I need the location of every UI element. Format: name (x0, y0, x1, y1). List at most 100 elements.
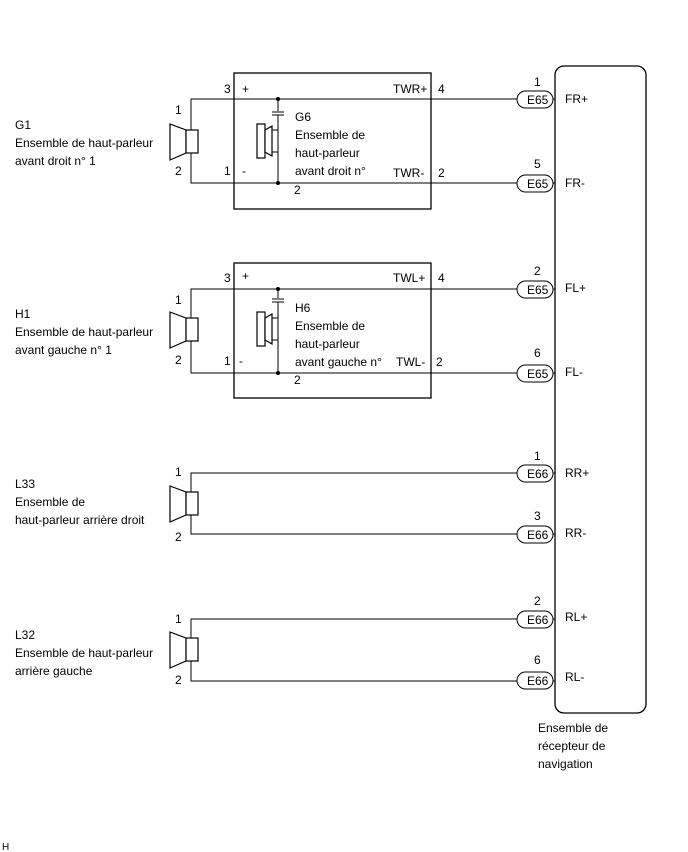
tweeter-term-minus: TWR- (393, 166, 424, 180)
connector-pin-fr-minus: 5 E65 FR- (516, 157, 585, 193)
speaker-label-line-2: haut-parleur arrière droit (15, 513, 145, 527)
tweeter-icon (256, 311, 273, 347)
speaker-pin-bottom: 2 (175, 530, 182, 544)
tweeter-term-plus: TWR+ (393, 82, 427, 96)
corner-mark: H (2, 842, 9, 852)
connector-code: E65 (527, 177, 549, 191)
connector-code: E66 (527, 613, 549, 627)
tweeter-pin-minus-num: 1 (224, 164, 231, 178)
tweeter-term-minus: TWL- (396, 355, 425, 369)
speaker-label-line-2: avant droit n° 1 (15, 154, 96, 168)
tweeter-label-line-3: avant gauche n° (295, 355, 382, 369)
tweeter-id: H6 (295, 301, 311, 315)
pin-number: 5 (534, 157, 541, 171)
speaker-group-l32: L32 Ensemble de haut-parleur arrière gau… (15, 612, 533, 687)
signal-label: RR+ (565, 466, 589, 480)
tweeter-plus-sign: + (242, 82, 249, 96)
tweeter-plus-sign: + (242, 269, 249, 283)
tweeter-label-line-2: haut-parleur (295, 146, 360, 160)
pin-number: 6 (534, 653, 541, 667)
connector-pin-rl-plus: 2 E66 RL+ (516, 594, 587, 629)
signal-label: FR+ (565, 92, 588, 106)
tweeter-pin-plus-num: 3 (224, 271, 231, 285)
tweeter-pin-plus-num: 3 (224, 82, 231, 96)
speaker-pin-bottom: 2 (175, 673, 182, 687)
speaker-label-line-2: avant gauche n° 1 (15, 343, 112, 357)
signal-label: FL- (565, 365, 583, 379)
connector-code: E66 (527, 528, 549, 542)
capacitor-icon (272, 111, 284, 116)
connector-pin-fl-plus: 2 E65 FL+ (516, 264, 586, 299)
tweeter-minus-sign: - (242, 164, 246, 178)
speaker-pin-top: 1 (175, 465, 182, 479)
tweeter-term-plus: TWL+ (393, 271, 425, 285)
speaker-icon (169, 631, 199, 669)
connector-pin-rr-minus: 3 E66 RR- (516, 509, 586, 544)
speaker-icon (169, 485, 199, 523)
speaker-id: L32 (15, 628, 35, 642)
speaker-group-l33: L33 Ensemble de haut-parleur arrière dro… (15, 465, 533, 544)
tweeter-box (233, 262, 432, 399)
tweeter-label-line-1: Ensemble de (295, 319, 365, 333)
tweeter-bottom-pin: 2 (294, 373, 301, 387)
tweeter-box (233, 72, 432, 210)
signal-label: RL- (565, 670, 584, 684)
receiver-box (554, 65, 647, 714)
pin-number: 1 (534, 449, 541, 463)
signal-label: FL+ (565, 281, 586, 295)
tweeter-label-line-1: Ensemble de (295, 128, 365, 142)
signal-label: RL+ (565, 610, 587, 624)
speaker-id: L33 (15, 477, 35, 491)
receiver-label-line-2: récepteur de (538, 739, 606, 753)
connector-code: E65 (527, 283, 549, 297)
signal-label: FR- (565, 176, 585, 190)
speaker-label-line-2: arrière gauche (15, 664, 93, 678)
speaker-label-line-1: Ensemble de haut-parleur (15, 325, 153, 339)
tweeter-label-line-3: avant droit n° (295, 164, 366, 178)
connector-pin-rl-minus: 6 E66 RL- (516, 653, 584, 690)
tweeter-group-h6: 3 + 1 - TWL+ 4 TWL- 2 2 H6 Ensemble de h… (224, 262, 445, 399)
speaker-id: G1 (15, 118, 31, 132)
pin-number: 3 (534, 509, 541, 523)
speaker-group-g1: G1 Ensemble de haut-parleur avant droit … (15, 98, 533, 184)
connector-pin-rr-plus: 1 E66 RR+ (516, 449, 589, 483)
tweeter-minus-sign: - (239, 354, 243, 368)
connector-code: E66 (527, 467, 549, 481)
speaker-pin-top: 1 (175, 612, 182, 626)
tweeter-term-plus-num: 4 (438, 82, 445, 96)
tweeter-term-minus-num: 2 (438, 166, 445, 180)
speaker-pin-bottom: 2 (175, 164, 182, 178)
pin-number: 2 (534, 594, 541, 608)
signal-label: RR- (565, 526, 586, 540)
connector-code: E65 (527, 93, 549, 107)
speaker-pin-top: 1 (175, 103, 182, 117)
speaker-label-line-1: Ensemble de (15, 495, 85, 509)
tweeter-pin-minus-num: 1 (224, 354, 231, 368)
tweeter-group-g6: 3 + 1 - TWR+ 4 TWR- 2 2 G6 Ensemble de h… (224, 72, 445, 210)
receiver-label-line-3: navigation (538, 757, 593, 771)
pin-number: 2 (534, 264, 541, 278)
connector-code: E65 (527, 367, 549, 381)
speaker-icon (169, 123, 199, 161)
speaker-pin-bottom: 2 (175, 353, 182, 367)
speaker-id: H1 (15, 307, 31, 321)
speaker-pin-top: 1 (175, 293, 182, 307)
tweeter-id: G6 (295, 110, 311, 124)
receiver-label-line-1: Ensemble de (538, 721, 608, 735)
tweeter-term-plus-num: 4 (438, 271, 445, 285)
connector-code: E66 (527, 674, 549, 688)
tweeter-icon (256, 123, 273, 159)
pin-number: 1 (534, 75, 541, 89)
tweeter-label-line-2: haut-parleur (295, 337, 360, 351)
speaker-label-line-1: Ensemble de haut-parleur (15, 136, 153, 150)
connector-pin-fr-plus: 1 E65 FR+ (516, 75, 588, 109)
pin-number: 6 (534, 346, 541, 360)
tweeter-term-minus-num: 2 (436, 355, 443, 369)
speaker-icon (169, 311, 199, 349)
tweeter-bottom-pin: 2 (294, 183, 301, 197)
speaker-label-line-1: Ensemble de haut-parleur (15, 646, 153, 660)
capacitor-icon (272, 298, 284, 303)
connector-pin-fl-minus: 6 E65 FL- (516, 346, 583, 383)
speaker-group-h1: H1 Ensemble de haut-parleur avant gauche… (15, 288, 533, 374)
